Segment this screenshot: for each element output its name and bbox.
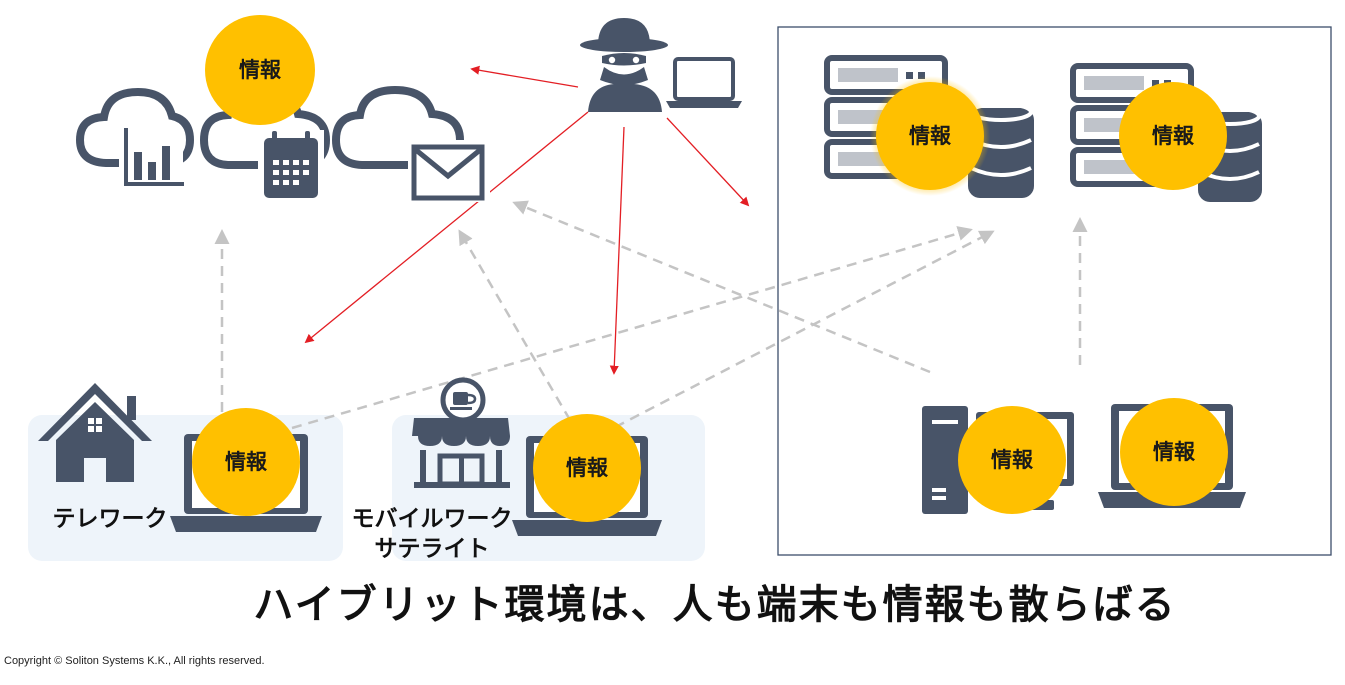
cloud-calendar-icon xyxy=(199,85,331,202)
info-label: 情報 xyxy=(225,450,268,474)
server-2-info-bubble: 情報 xyxy=(1119,82,1227,190)
headline: ハイブリット環境は、人も端末も情報も散らばる xyxy=(253,582,1177,628)
info-label: 情報 xyxy=(239,58,282,82)
attack-to-mobile xyxy=(609,126,625,375)
house-icon xyxy=(38,383,152,482)
hacker-icon xyxy=(580,18,742,112)
flow-mobile-to-server xyxy=(599,230,995,437)
mobile-work-label: モバイルワーク xyxy=(352,506,513,532)
telework-info-bubble: 情報 xyxy=(192,408,300,516)
info-label: 情報 xyxy=(1152,124,1195,148)
desktop-info-bubble: 情報 xyxy=(958,406,1066,514)
data-flow-arrows xyxy=(214,200,1088,437)
info-label: 情報 xyxy=(566,456,609,480)
satellite-label: サテライト xyxy=(375,536,490,562)
flow-mobile-to-cloud xyxy=(458,229,572,421)
office-laptop-info-bubble: 情報 xyxy=(1120,398,1228,506)
mobile-info-bubble: 情報 xyxy=(533,414,641,522)
info-label: 情報 xyxy=(991,448,1034,472)
attack-arrows xyxy=(304,65,750,375)
coffee-shop-icon xyxy=(412,377,510,488)
telework-label: テレワーク xyxy=(53,506,168,532)
attack-to-telework xyxy=(304,111,589,344)
cloud-mail-icon xyxy=(331,85,490,202)
cloud-info-bubble: 情報 xyxy=(205,15,315,125)
info-label: 情報 xyxy=(909,124,952,148)
attack-to-cloud xyxy=(470,65,579,88)
flow-telework-to-server xyxy=(291,226,973,430)
server-1-info-bubble: 情報 xyxy=(870,76,990,196)
flow-office-pc-to-cloud xyxy=(512,200,931,374)
cloud-chart-icon xyxy=(75,87,195,190)
attack-to-office xyxy=(666,117,750,207)
info-label: 情報 xyxy=(1153,440,1196,464)
copyright-notice: Copyright © Soliton Systems K.K., All ri… xyxy=(4,655,265,667)
office-zone xyxy=(777,26,1332,556)
